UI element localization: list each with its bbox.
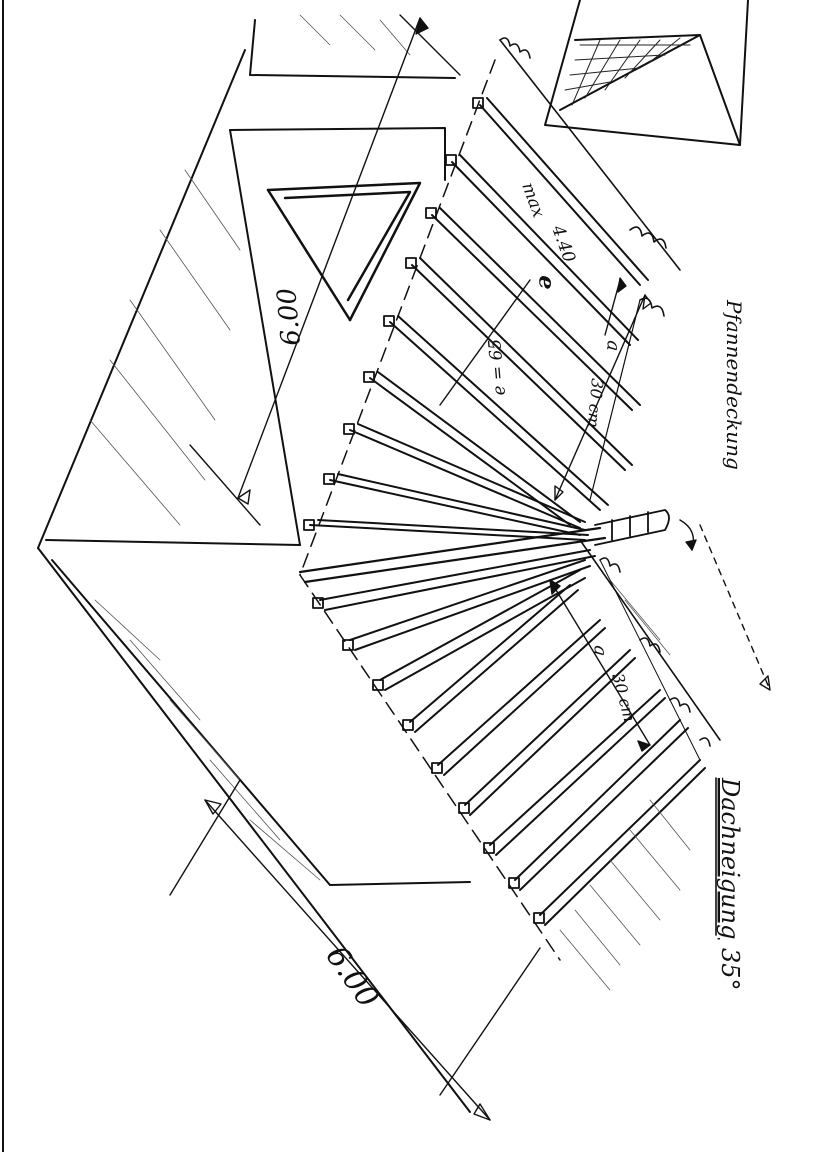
rafter-ends-upper: [303, 97, 484, 531]
eave-line-upper: [499, 39, 681, 271]
dormer-grid: [564, 37, 691, 106]
window-frame: [266, 181, 422, 322]
dimension-lines: [169, 14, 771, 1121]
label-roof-pitch: Dachneigung: [716, 777, 744, 939]
label-dim-a-lower: a: [589, 645, 611, 658]
label-width-main: 6.00: [318, 940, 385, 1015]
label-rafter-max-value: 4.40: [547, 222, 579, 266]
label-30cm-lower: 30 cm: [608, 671, 639, 724]
roof-tile-edge: [499, 37, 711, 747]
building-walls: [37, 19, 471, 1113]
roof-hatching-lower: [559, 579, 691, 991]
label-rafter-e: e: [533, 274, 560, 290]
ridge-cap: [594, 509, 670, 546]
label-roof-covering: Pfannendeckung: [722, 299, 746, 470]
label-rafter-spacing: e = 65: [485, 338, 510, 396]
rafters-lower: [319, 549, 706, 926]
label-30cm-upper: 30 cm: [584, 378, 607, 429]
dormer-detail: [544, 0, 749, 146]
label-roof-pitch-value: 35°: [716, 948, 744, 991]
labels: 6.00 6.00 max 4.40 e e = 65 a 30 cm a 30…: [272, 180, 746, 1014]
wall-hatching: [89, 14, 411, 881]
wall-plate-lower: [299, 574, 561, 961]
eave-line-lower: [579, 539, 721, 741]
eave-zigzag: [599, 559, 701, 761]
wall-plate-upper: [299, 59, 496, 576]
rafter-ends-lower: [312, 597, 545, 924]
eave-zigzag-upper: [589, 299, 641, 501]
label-dim-a-upper: a: [602, 340, 624, 353]
hip-rafter: [298, 526, 607, 584]
label-rafter-max-prefix: max: [517, 180, 548, 221]
label-width-upper: 6.00: [272, 287, 307, 347]
